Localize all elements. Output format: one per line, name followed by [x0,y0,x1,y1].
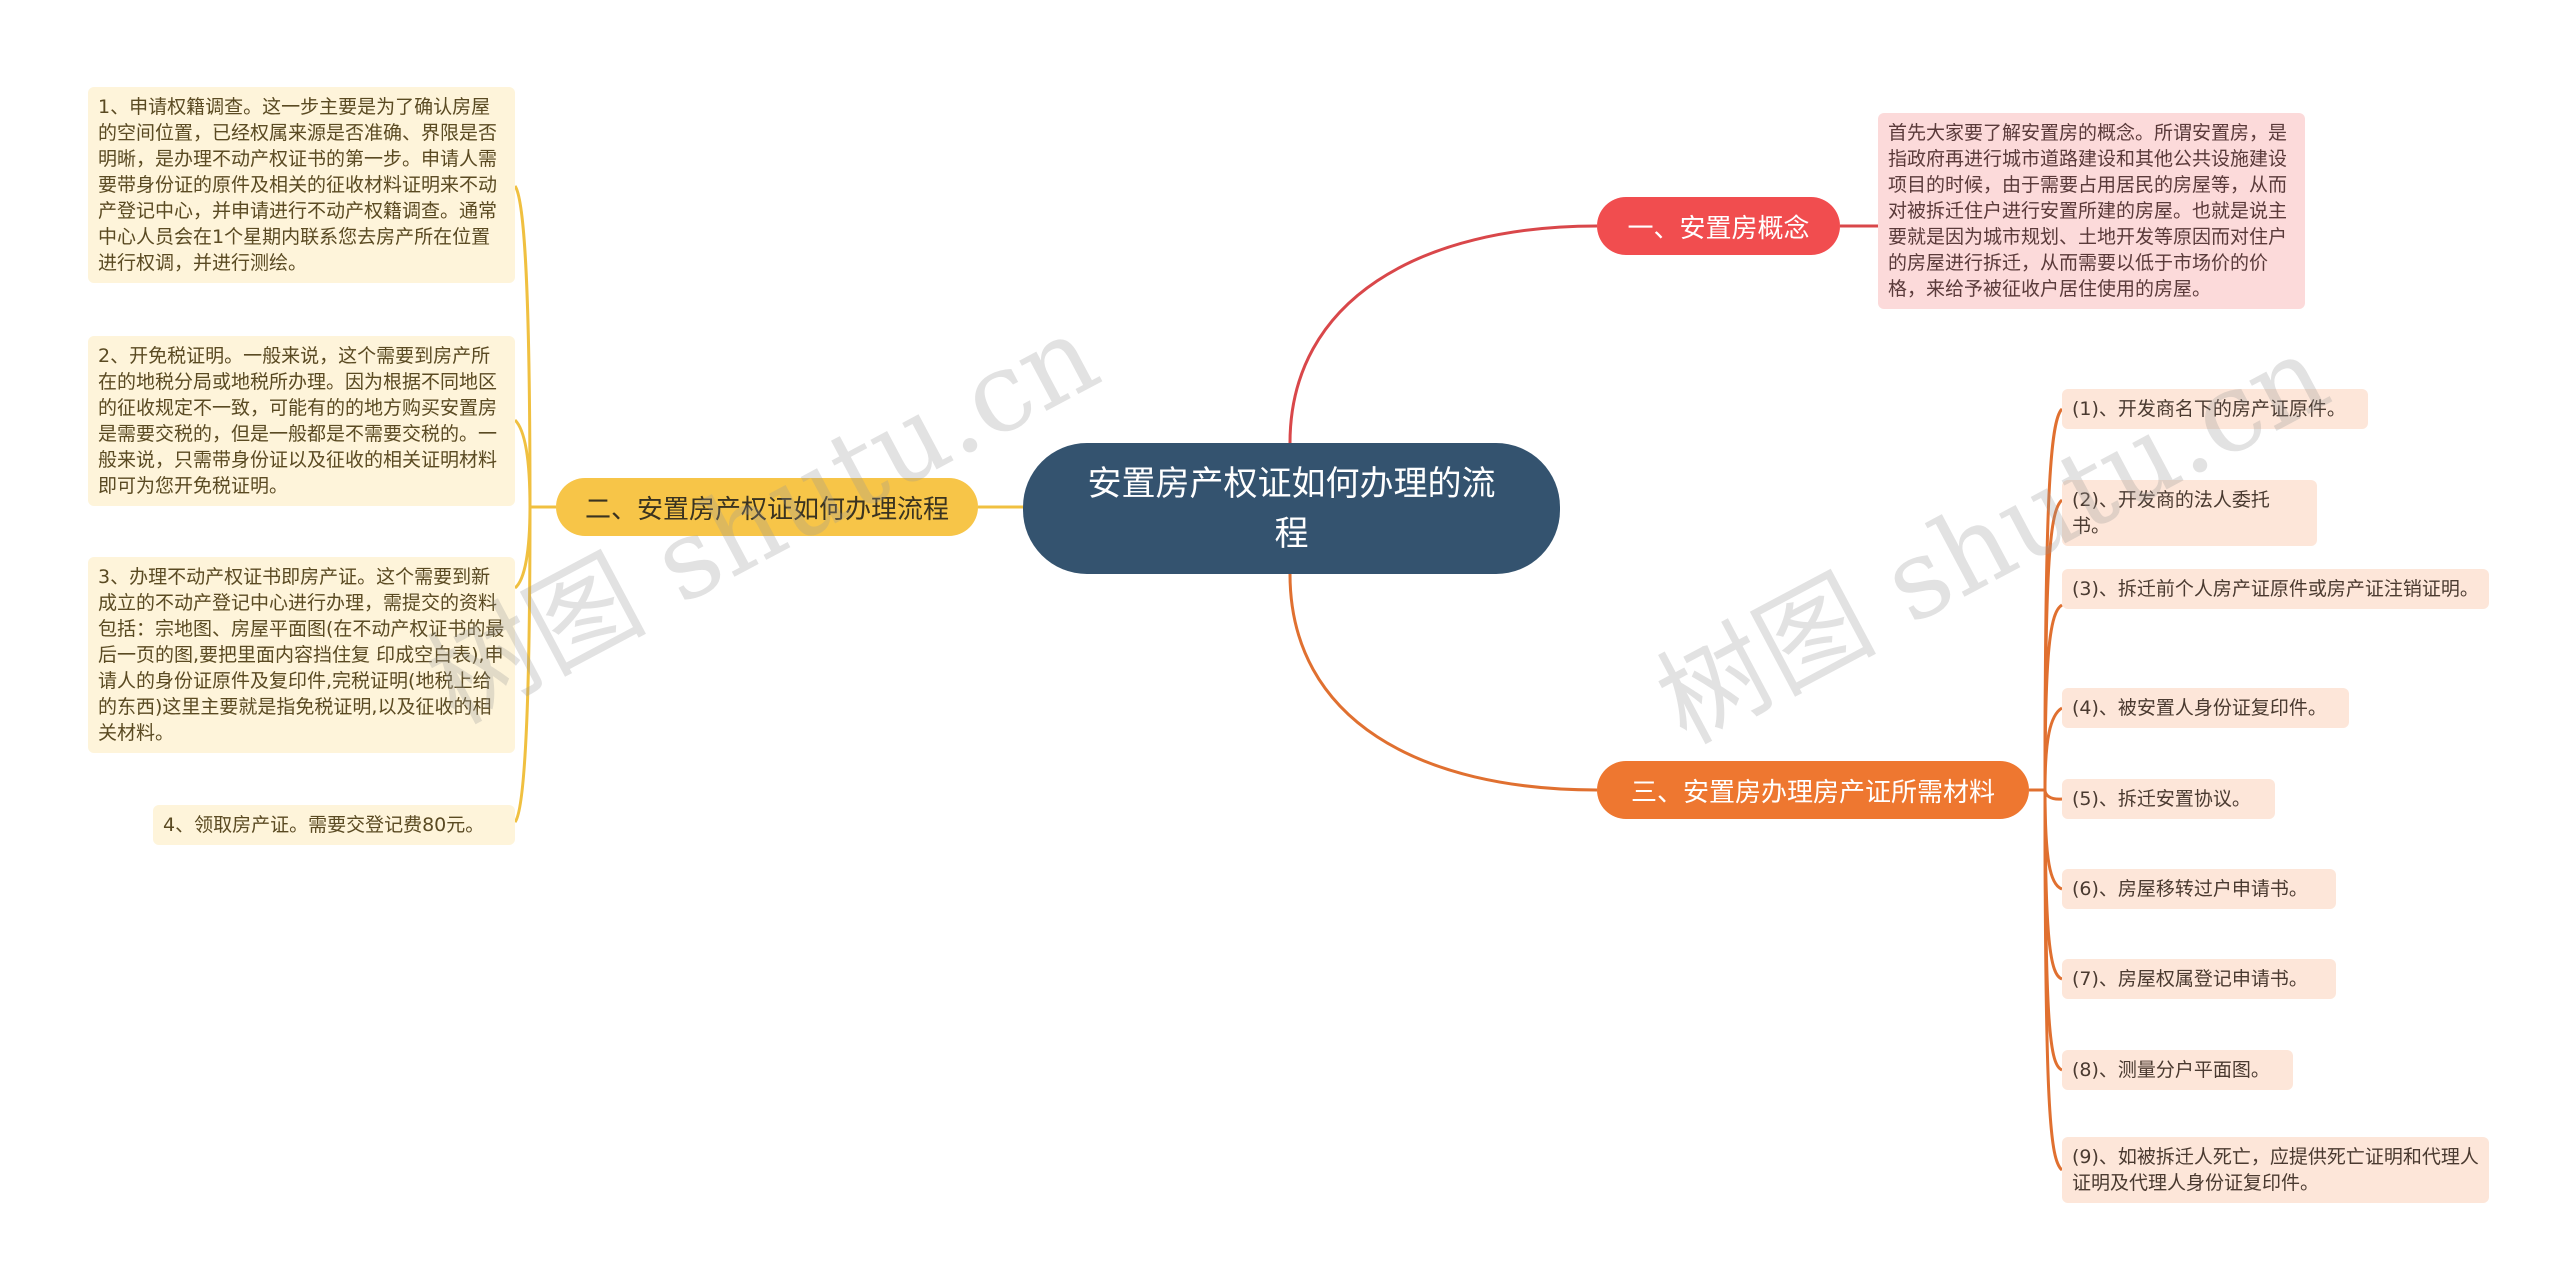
branch-process[interactable]: 二、安置房产权证如何办理流程 [556,478,978,536]
material-leaf-7-text: (7)、房屋权属登记申请书。 [2072,968,2308,990]
process-leaf-4-text: 4、领取房产证。需要交登记费80元。 [163,814,485,836]
link-root-b3 [1288,573,1598,792]
material-leaf-1-text: (1)、开发商名下的房产证原件。 [2072,398,2346,420]
root-title: 安置房产权证如何办理的流程 [1087,463,1496,554]
branch-process-label: 二、安置房产权证如何办理流程 [584,494,949,525]
branch-materials-label: 三、安置房办理房产证所需材料 [1630,777,1995,808]
material-leaf-1[interactable]: (1)、开发商名下的房产证原件。 [2062,389,2368,429]
material-leaf-5-text: (5)、拆迁安置协议。 [2072,788,2251,810]
branch-concept[interactable]: 一、安置房概念 [1597,197,1840,255]
material-leaf-9-text: (9)、如被拆迁人死亡，应提供死亡证明和代理人证明及代理人身份证复印件。 [2072,1146,2479,1194]
material-leaf-4[interactable]: (4)、被安置人身份证复印件。 [2062,688,2349,728]
process-leaf-1-text: 1、申请权籍调查。这一步主要是为了确认房屋的空间位置，已经权属来源是否准确、界限… [98,96,498,274]
process-leaf-3[interactable]: 3、办理不动产权证书即房产证。这个需要到新成立的不动产登记中心进行办理，需提交的… [88,557,515,753]
material-leaf-3-text: (3)、拆迁前个人房产证原件或房产证注销证明。 [2072,578,2479,600]
material-leaf-9[interactable]: (9)、如被拆迁人死亡，应提供死亡证明和代理人证明及代理人身份证复印件。 [2062,1137,2489,1203]
links-b3-leaves [2029,407,2064,1172]
material-leaf-5[interactable]: (5)、拆迁安置协议。 [2062,779,2275,819]
material-leaf-7[interactable]: (7)、房屋权属登记申请书。 [2062,959,2336,999]
concept-leaf-text: 首先大家要了解安置房的概念。所谓安置房，是指政府再进行城市道路建设和其他公共设施… [1888,122,2288,300]
branch-concept-label: 一、安置房概念 [1627,213,1810,244]
material-leaf-6-text: (6)、房屋移转过户申请书。 [2072,878,2308,900]
material-leaf-2[interactable]: (2)、开发商的法人委托书。 [2062,480,2317,546]
material-leaf-6[interactable]: (6)、房屋移转过户申请书。 [2062,869,2336,909]
process-leaf-2-text: 2、开免税证明。一般来说，这个需要到房产所在的地税分局或地税所办理。因为根据不同… [98,345,498,497]
branch-materials[interactable]: 三、安置房办理房产证所需材料 [1597,761,2029,819]
material-leaf-3[interactable]: (3)、拆迁前个人房产证原件或房产证注销证明。 [2062,569,2489,609]
process-leaf-3-text: 3、办理不动产权证书即房产证。这个需要到新成立的不动产登记中心进行办理，需提交的… [98,566,505,744]
material-leaf-2-text: (2)、开发商的法人委托书。 [2072,489,2270,537]
material-leaf-8[interactable]: (8)、测量分户平面图。 [2062,1050,2293,1090]
process-leaf-4[interactable]: 4、领取房产证。需要交登记费80元。 [153,805,515,845]
process-leaf-2[interactable]: 2、开免税证明。一般来说，这个需要到房产所在的地税分局或地税所办理。因为根据不同… [88,336,515,506]
links-b2-leaves [513,185,556,823]
process-leaf-1[interactable]: 1、申请权籍调查。这一步主要是为了确认房屋的空间位置，已经权属来源是否准确、界限… [88,87,515,283]
root-topic[interactable]: 安置房产权证如何办理的流程 [1023,443,1560,574]
concept-leaf[interactable]: 首先大家要了解安置房的概念。所谓安置房，是指政府再进行城市道路建设和其他公共设施… [1878,113,2305,309]
material-leaf-4-text: (4)、被安置人身份证复印件。 [2072,697,2327,719]
link-root-b1 [1288,224,1598,444]
material-leaf-8-text: (8)、测量分户平面图。 [2072,1059,2270,1081]
